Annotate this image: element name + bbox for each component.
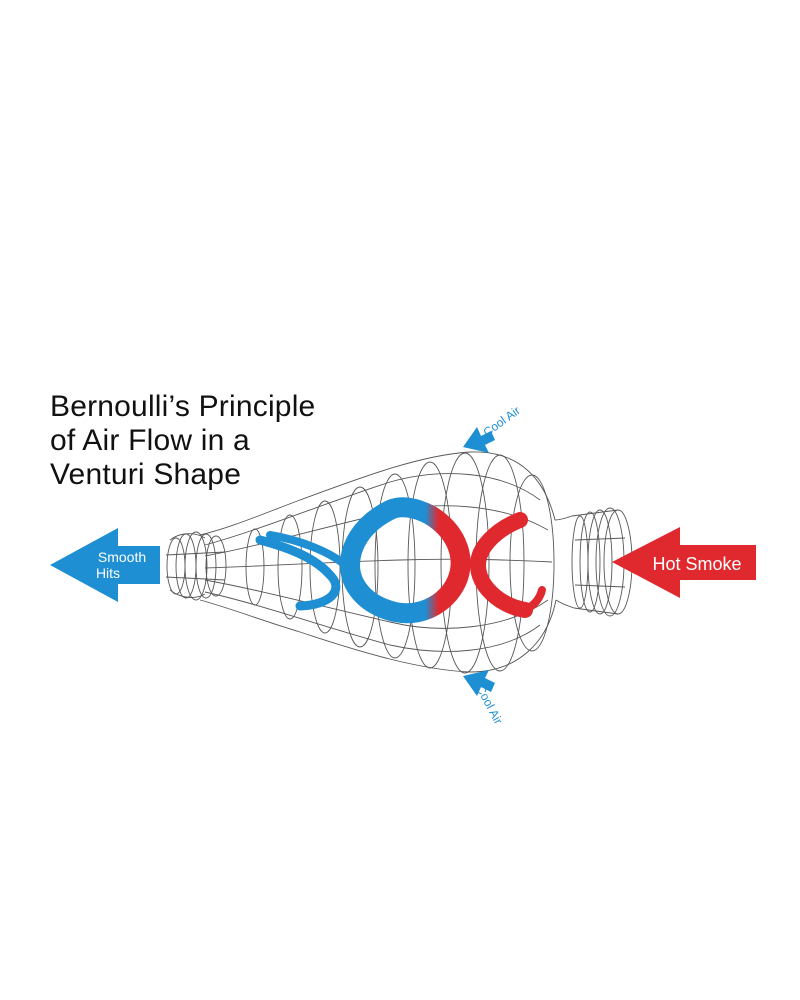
cool-air-bottom-arrow	[463, 670, 495, 696]
venturi-wireframe	[165, 451, 633, 674]
body-outline-bottom	[199, 599, 557, 673]
cool-air-bottom: Cool Air	[463, 670, 505, 727]
blue-wave-left	[255, 535, 341, 611]
title-line-3: Venturi Shape	[50, 458, 242, 491]
blue-wave-mid	[266, 531, 349, 569]
body-outline-top	[199, 451, 556, 536]
hot-smoke-arrow: Hot Smoke	[612, 527, 756, 598]
smooth-label-line-2: Hits	[96, 565, 120, 581]
hot-smoke-label: Hot Smoke	[652, 554, 741, 574]
air-flow-waves	[255, 497, 546, 624]
red-crescent-tip	[521, 586, 546, 614]
blue-ring-center	[339, 497, 471, 624]
smooth-hits-arrow: Smooth Hits	[50, 528, 160, 602]
diagram-title: Bernoulli’s Principle of Air Flow in a V…	[50, 390, 410, 492]
cool-air-top-label: Cool Air	[481, 403, 523, 439]
title-line-1: Bernoulli’s Principle	[50, 390, 316, 423]
title-line-2: of Air Flow in a	[50, 424, 250, 457]
cool-air-top-arrow	[463, 427, 495, 453]
cool-air-top: Cool Air	[463, 403, 523, 453]
cool-air-bottom-label: Cool Air	[473, 683, 505, 727]
smooth-label-line-1: Smooth	[98, 549, 146, 565]
red-crescent-right	[469, 512, 533, 618]
